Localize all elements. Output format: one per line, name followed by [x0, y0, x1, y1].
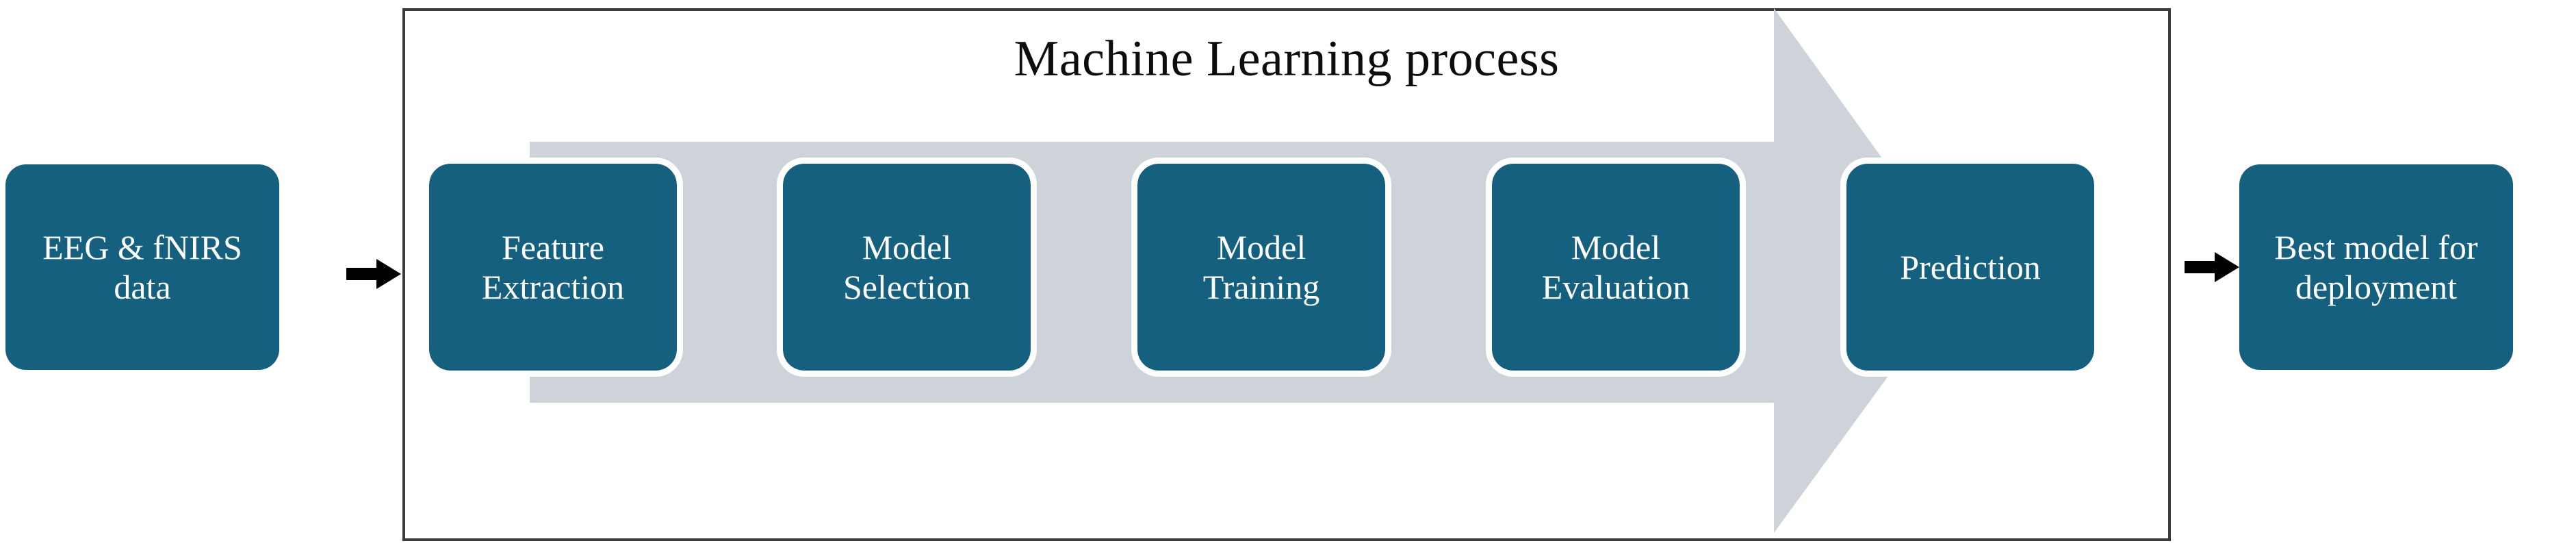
node-model-selection[interactable]: Model Selection — [777, 158, 1037, 377]
node-model-training-label: Model Training — [1202, 227, 1320, 307]
arrow-input-to-process — [346, 259, 401, 289]
node-feature-extraction[interactable]: Feature Extraction — [423, 158, 683, 377]
node-model-evaluation[interactable]: Model Evaluation — [1486, 158, 1746, 377]
node-feature-extraction-label: Feature Extraction — [481, 227, 625, 307]
node-model-training[interactable]: Model Training — [1131, 158, 1391, 377]
node-eeg-fnirs-data-label: EEG & fNIRS data — [42, 227, 242, 307]
node-model-evaluation-label: Model Evaluation — [1541, 227, 1690, 307]
node-model-selection-label: Model Selection — [842, 227, 971, 307]
node-prediction-label: Prediction — [1900, 247, 2041, 286]
arrow-process-to-output — [2185, 252, 2239, 282]
node-best-model-for-deployment[interactable]: Best model for deployment — [2239, 164, 2513, 370]
node-eeg-fnirs-data[interactable]: EEG & fNIRS data — [5, 164, 279, 370]
page-title: Machine Learning process — [1014, 31, 1560, 87]
node-best-model-for-deployment-label: Best model for deployment — [2274, 227, 2478, 307]
node-prediction[interactable]: Prediction — [1840, 158, 2100, 377]
